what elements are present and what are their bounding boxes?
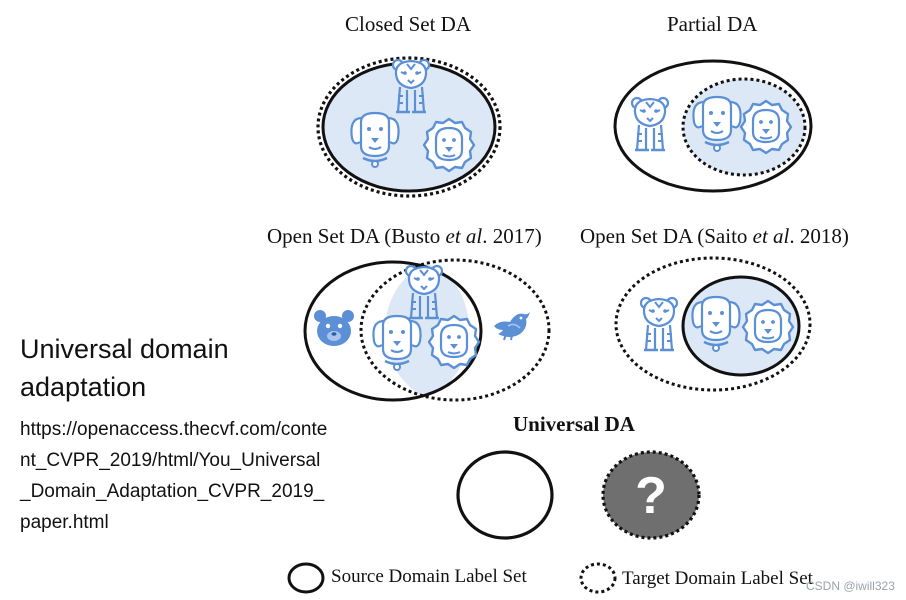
closed-set-panel bbox=[316, 56, 502, 198]
side-title-line-2: adaptation bbox=[20, 372, 147, 402]
legend-source-marker bbox=[287, 562, 325, 594]
universal-da-panel: ? bbox=[456, 450, 701, 540]
bird-icon bbox=[493, 311, 531, 341]
bear-icon bbox=[314, 310, 354, 346]
closed-set-title: Closed Set DA bbox=[345, 12, 471, 36]
paper-url[interactable]: https://openaccess.thecvf.com/content_CV… bbox=[20, 419, 328, 533]
side-title-line-1: Universal domain bbox=[20, 334, 229, 364]
partial-da-panel bbox=[613, 59, 813, 193]
open-set-busto-panel bbox=[303, 258, 551, 402]
closed-set-target-ellipse bbox=[316, 56, 502, 198]
open-set-saito-panel bbox=[614, 256, 812, 392]
side-title: Universal domain adaptation bbox=[20, 330, 229, 406]
question-mark-icon: ? bbox=[635, 467, 667, 525]
legend-target-label: Target Domain Label Set bbox=[622, 568, 813, 589]
busto-source-ellipse bbox=[303, 260, 483, 402]
universal-target-ellipse bbox=[601, 450, 701, 540]
universal-da-title: Universal DA bbox=[513, 412, 635, 436]
legend-target-marker bbox=[579, 562, 617, 594]
partial-da-title: Partial DA bbox=[667, 12, 758, 36]
open-set-busto-title: Open Set DA (Busto et al. 2017) bbox=[267, 224, 542, 248]
universal-source-ellipse bbox=[456, 450, 554, 540]
busto-target-ellipse bbox=[359, 258, 551, 402]
legend bbox=[287, 562, 617, 594]
watermark: CSDN @iwill323 bbox=[806, 579, 895, 593]
legend-source-label: Source Domain Label Set bbox=[331, 566, 527, 587]
open-set-saito-title: Open Set DA (Saito et al. 2018) bbox=[580, 224, 849, 248]
